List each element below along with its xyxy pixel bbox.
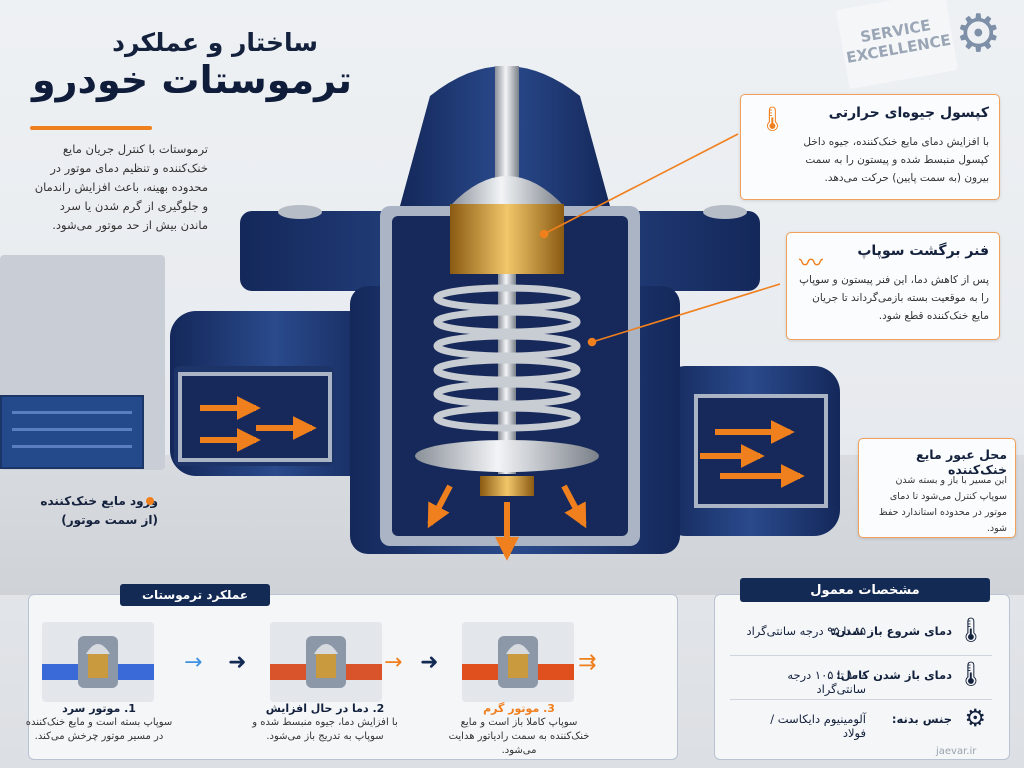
step-warming-caption: 2. دما در حال افزایش با افزایش دما، جیوه… (250, 702, 400, 744)
arrow-right-icon: ➜ (228, 650, 247, 675)
callout-coolant-passage: محل عبور مایع خنک‌کننده این مسیر با باز … (858, 438, 1016, 538)
spec-row-body-material: ⚙ جنس بدنه: آلومینیوم دایکاست / فولاد (722, 700, 1000, 740)
step-title: 3. موتور گرم (483, 702, 555, 715)
inlet-label-sub: (از سمت موتور) (61, 513, 158, 527)
callout-title: محل عبور مایع خنک‌کننده (916, 447, 1007, 477)
title-underline (30, 126, 152, 130)
coolant-flow-arrows (200, 396, 805, 561)
leader-lines (539, 133, 781, 347)
inlet-marker (146, 497, 154, 505)
callout-text: با افزایش دمای مایع خنک‌کننده، جیوه داخل… (803, 136, 989, 184)
arrow-right-icon: → (384, 650, 403, 675)
spec-value: ۸۵ تا ۹۵ درجه سانتی‌گراد (746, 624, 866, 638)
divider (730, 699, 992, 700)
thermostat-thumbnail (42, 636, 154, 688)
specs-panel (714, 594, 1010, 760)
spec-row-start-temp: 🌡 دمای شروع باز شدن: ۸۵ تا ۹۵ درجه سانتی… (722, 612, 1000, 652)
gear-wrench-icon: ⚙ (955, 4, 1002, 64)
arrow-right-icon: → (184, 650, 203, 675)
spec-value: ۱۰۰ تا ۱۰۵ درجه سانتی‌گراد (787, 668, 866, 696)
step-cold-caption: 1. موتور سرد سوپاپ بسته است و مایع خنک‌ک… (24, 702, 174, 744)
step-hot-illustration (462, 622, 574, 702)
inlet-pipe (170, 311, 380, 476)
step-cold-illustration (42, 622, 154, 702)
wax-capsule-valve (450, 66, 564, 474)
step-warming-illustration (270, 622, 382, 702)
spec-row-full-open-temp: 🌡 دمای باز شدن کامل: ۱۰۰ تا ۱۰۵ درجه سان… (722, 656, 1000, 696)
thermostat-cutaway-diagram (170, 66, 840, 561)
callout-title: کپسول جیوه‌ای حرارتی (828, 105, 989, 121)
callout-title: فنر برگشت سوپاپ (857, 243, 989, 259)
step-text: با افزایش دما، جیوه منبسط شده و سوپاپ به… (252, 717, 398, 742)
inlet-label-text: ورود مایع خنک‌کننده (40, 494, 158, 508)
spec-label: جنس بدنه: (891, 712, 952, 726)
arrow-right-icon: ⇉ (578, 650, 597, 675)
bolt-head (278, 205, 322, 219)
return-spring (433, 284, 581, 432)
callout-text: پس از کاهش دما، این فنر پیستون و سوپاپ ر… (799, 274, 989, 322)
bolt-head (703, 205, 747, 219)
spec-value: آلومینیوم دایکاست / فولاد (770, 712, 866, 740)
thermometer-icon: 🌡 (955, 616, 986, 644)
step-title: 2. دما در حال افزایش (265, 702, 385, 715)
specs-panel-title: مشخصات معمول (740, 578, 990, 602)
watermark: jaevar.ir (936, 746, 977, 757)
step-title: 1. موتور سرد (62, 702, 136, 715)
valve-disc (415, 440, 599, 472)
thermometer-icon: 🌡 (955, 660, 986, 688)
step-text: سوپاپ بسته است و مایع خنک‌کننده در مسیر … (25, 717, 173, 742)
spec-label: دمای شروع باز شدن: (831, 624, 952, 638)
page-title: ترموستات خودرو (31, 58, 352, 102)
tool-cabinet-background (0, 395, 144, 469)
service-sign: SERVICE EXCELLENCE (835, 0, 959, 89)
spec-label: دمای باز شدن کامل: (836, 668, 952, 682)
inlet-label: ورود مایع خنک‌کننده (از سمت موتور) (36, 492, 158, 530)
operation-panel-title: عملکرد ترموستات (120, 584, 270, 606)
gear-icon: ⚙ (964, 704, 986, 732)
arrow-right-icon: ➜ (420, 650, 439, 675)
thermostat-thumbnail (270, 636, 382, 688)
thermostat-thumbnail (462, 636, 574, 688)
spring-icon: 〰 (799, 249, 823, 277)
step-hot-caption: 3. موتور گرم سوپاپ کاملا باز است و مایع … (444, 702, 594, 758)
callout-return-spring: 〰 فنر برگشت سوپاپ پس از کاهش دما، این فن… (786, 232, 1000, 340)
valve-seat (480, 476, 534, 496)
step-text: سوپاپ کاملا باز است و مایع خنک‌کننده به … (448, 717, 590, 756)
intro-text: ترموستات با کنترل جریان مایع خنک‌کننده و… (34, 142, 208, 232)
callout-wax-capsule: 🌡 کپسول جیوه‌ای حرارتی با افزایش دمای ما… (740, 94, 1000, 200)
thermometer-icon: 🌡 (757, 105, 788, 133)
page-subtitle: ساختار و عملکرد (112, 28, 318, 57)
divider (730, 655, 992, 656)
callout-text: این مسیر با باز و بسته شدن سوپاپ کنترل م… (878, 475, 1007, 534)
outlet-pipe (660, 366, 840, 536)
